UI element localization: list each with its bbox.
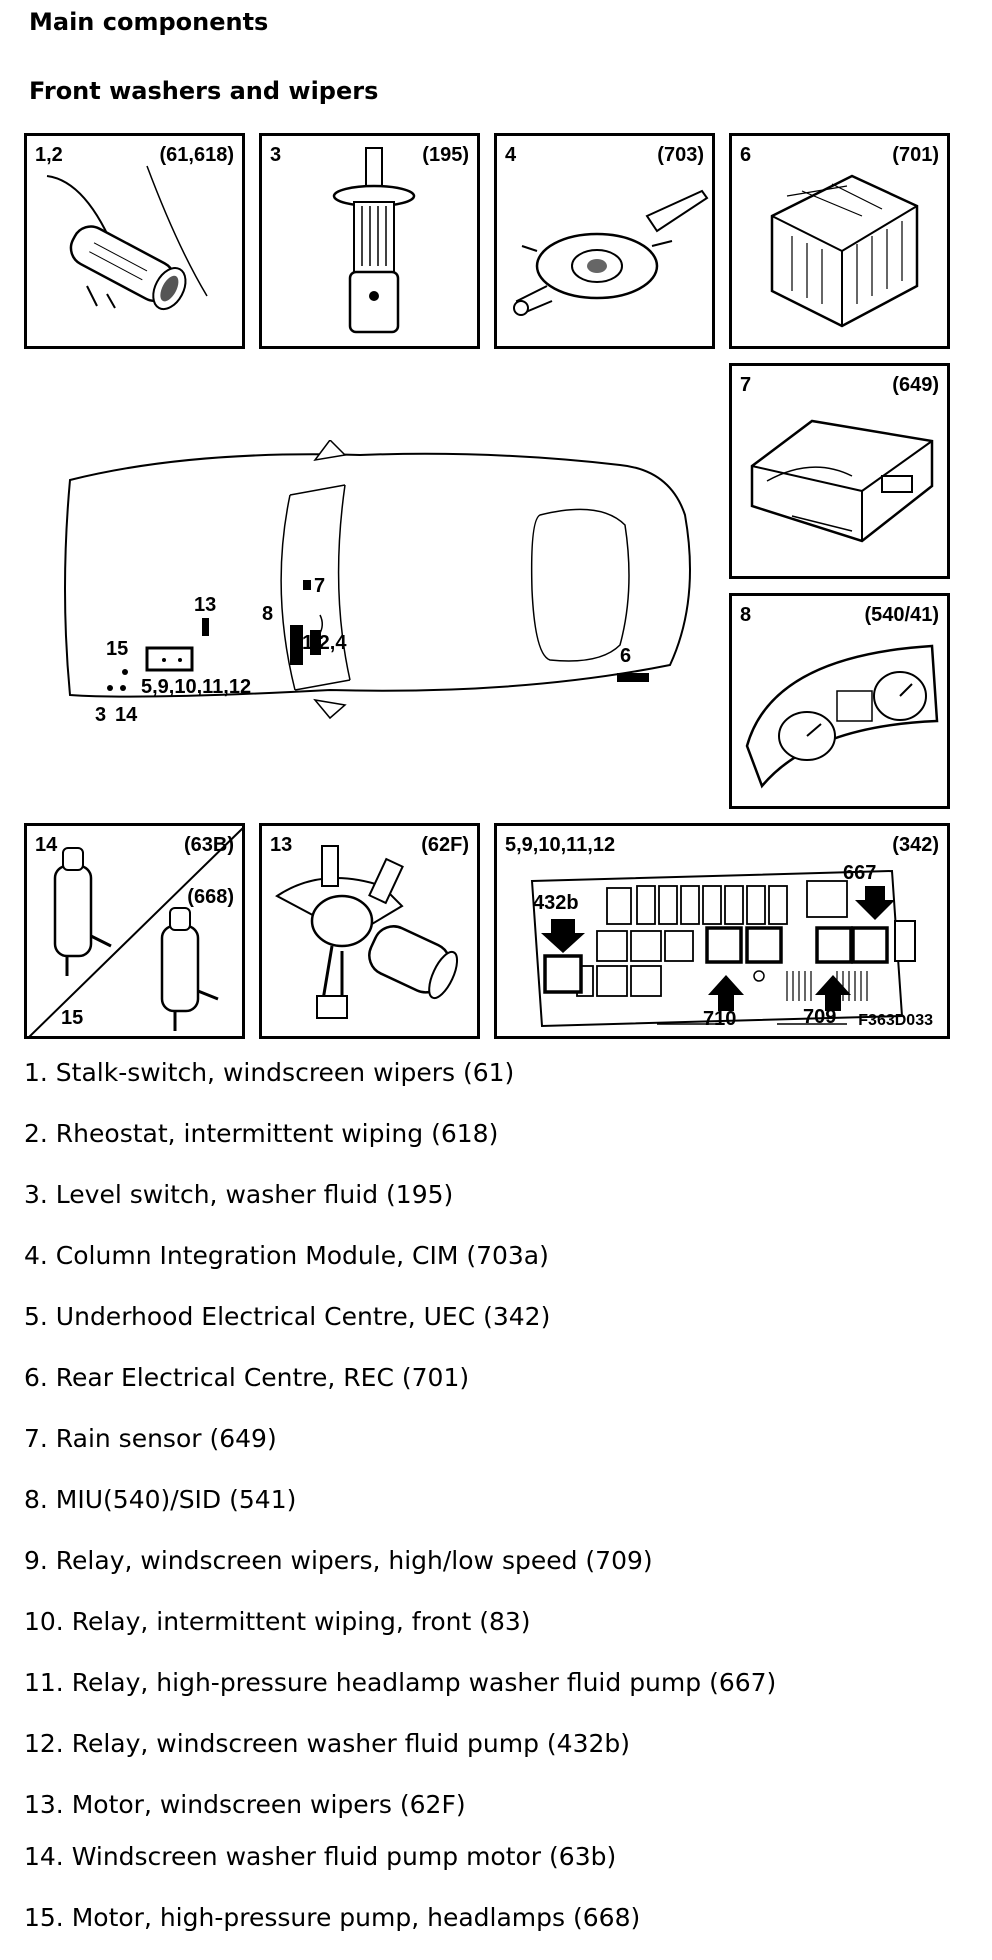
legend-item: 12. Relay, windscreen washer fluid pump … — [24, 1729, 631, 1758]
car-label-1-2-4: 1,2,4 — [302, 632, 347, 654]
cim-illustration — [513, 189, 709, 316]
car-label-3: 3 — [95, 704, 107, 726]
panel-miu-sid: 8 (540/41) — [729, 593, 950, 809]
washer-pumps-illustration — [28, 827, 242, 1036]
label-667: 667 — [843, 862, 877, 884]
panel-wiper-motor: 13 (62F) — [259, 823, 480, 1039]
label-432b: 432b — [533, 892, 579, 914]
panel-number: 5,9,10,11,12 — [505, 834, 616, 856]
panel-rain-sensor: 7 (649) — [729, 363, 950, 579]
panel-number: 8 — [740, 604, 752, 626]
panel-number: 6 — [740, 144, 752, 166]
legend-item: 6. Rear Electrical Centre, REC (701) — [24, 1363, 470, 1392]
rain-sensor-illustration — [750, 419, 934, 543]
panel-sub-code: (668) — [187, 886, 234, 908]
rec-illustration — [770, 174, 919, 328]
panel-rec: 6 (701) — [729, 133, 950, 349]
panel-number: 13 — [270, 834, 293, 856]
panel-code: (649) — [892, 374, 939, 396]
panel-code: (61,618) — [159, 144, 235, 166]
label-709: 709 — [803, 1006, 837, 1028]
car-label-13: 13 — [194, 594, 217, 616]
panel-stalk-switch: 1,2 (61,618) — [24, 133, 245, 349]
panel-uec: 5,9,10,11,12 (342) 432b 667 710 709 F363… — [494, 823, 950, 1039]
legend-item: 5. Underhood Electrical Centre, UEC (342… — [24, 1302, 551, 1331]
panel-code: (195) — [422, 144, 469, 166]
legend-item: 14. Windscreen washer fluid pump motor (… — [24, 1842, 617, 1871]
car-label-5-9-10-11-12: 5,9,10,11,12 — [141, 676, 252, 698]
legend-item: 15. Motor, high-pressure pump, headlamps… — [24, 1903, 641, 1932]
panel-number: 4 — [505, 144, 517, 166]
legend-item: 2. Rheostat, intermittent wiping (618) — [24, 1119, 499, 1148]
panel-number: 1,2 — [35, 144, 63, 166]
panel-number: 14 — [35, 834, 58, 856]
panel-sub-number: 15 — [61, 1007, 84, 1029]
legend-item: 10. Relay, intermittent wiping, front (8… — [24, 1607, 531, 1636]
legend-item: 13. Motor, windscreen wipers (62F) — [24, 1790, 466, 1819]
car-label-7: 7 — [314, 575, 326, 597]
instrument-cluster-illustration — [745, 644, 939, 789]
panel-code: (62F) — [421, 834, 469, 856]
legend-item: 1. Stalk-switch, windscreen wipers (61) — [24, 1058, 515, 1087]
stalk-switch-illustration — [46, 165, 208, 311]
legend-item: 4. Column Integration Module, CIM (703a) — [24, 1241, 549, 1270]
legend-item: 9. Relay, windscreen wipers, high/low sp… — [24, 1546, 653, 1575]
legend-item: 7. Rain sensor (649) — [24, 1424, 277, 1453]
panel-level-switch: 3 (195) — [259, 133, 480, 349]
panel-cim: 4 (703) — [494, 133, 715, 349]
car-label-8: 8 — [262, 603, 274, 625]
panel-code: (701) — [892, 144, 939, 166]
figure-code: F363D033 — [858, 1012, 933, 1029]
car-label-14: 14 — [115, 704, 138, 726]
car-top-view-diagram — [64, 440, 691, 720]
wiper-motor-illustration — [275, 845, 459, 1019]
panel-code: (540/41) — [864, 604, 940, 626]
uec-illustration — [530, 869, 916, 1028]
page-title: Main components — [29, 8, 269, 36]
panel-code: (703) — [657, 144, 704, 166]
panel-code: (63B) — [183, 834, 234, 856]
panel-washer-pumps: 14 (63B) (668) 15 — [24, 823, 245, 1039]
legend-item: 8. MIU(540)/SID (541) — [24, 1485, 297, 1514]
section-title: Front washers and wipers — [29, 77, 379, 105]
label-710: 710 — [703, 1008, 737, 1030]
legend-item: 3. Level switch, washer fluid (195) — [24, 1180, 454, 1209]
car-label-6: 6 — [620, 645, 632, 667]
legend-item: 11. Relay, high-pressure headlamp washer… — [24, 1668, 777, 1697]
panel-code: (342) — [892, 834, 939, 856]
panel-number: 3 — [270, 144, 282, 166]
level-switch-illustration — [332, 147, 416, 334]
car-label-15: 15 — [106, 638, 129, 660]
panel-number: 7 — [740, 374, 752, 396]
